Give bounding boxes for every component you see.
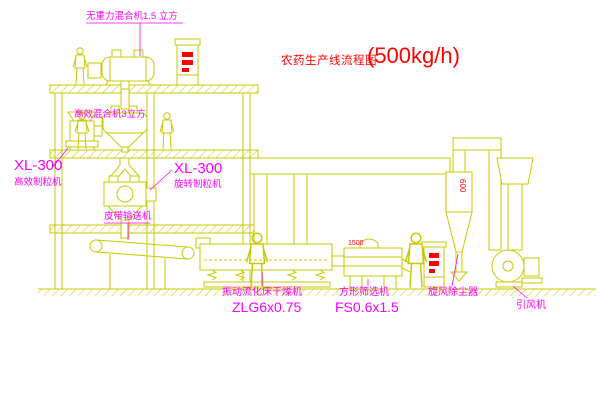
label-rotary-granulator-model: XL-300: [174, 160, 223, 177]
control-cabinet-right: [421, 241, 447, 288]
label-fluid-bed-dryer-model: ZLG6x0.75: [232, 299, 302, 315]
fan-inlet-duct: [452, 137, 502, 251]
diagram-capacity: (500kg/h): [367, 43, 460, 68]
label-belt-conveyor: 皮带输送机: [104, 211, 152, 222]
label-left-granulator-model: XL-300: [14, 157, 63, 174]
label-high-efficiency-mixer: 高效混合机3立方: [74, 109, 146, 120]
fluid-bed-dryer: [195, 237, 345, 288]
dim-cyclone-diameter: 600: [458, 179, 467, 193]
person-figure: [72, 47, 88, 85]
exhaust-duct: [249, 157, 451, 245]
ground-line: [38, 288, 596, 296]
y-feed-pipe: [109, 157, 141, 177]
control-cabinet-top: [174, 38, 201, 86]
square-sieve: [343, 238, 411, 289]
label-top-mixer: 无重力混合机1.5 立方: [86, 11, 178, 22]
zero-gravity-mixer: [87, 49, 155, 90]
high-efficiency-mixer: [90, 88, 148, 153]
exhaust-stack: [496, 157, 534, 251]
cabinet-label-marks: [429, 253, 439, 273]
diagram-title: 农药生产线流程图: [281, 55, 377, 67]
dim-sieve-length: 1500: [348, 240, 364, 247]
label-square-sieve-name: 方形筛选机: [339, 287, 389, 298]
leader-lines: [51, 22, 528, 299]
label-rotary-granulator-name: 旋转制粒机: [174, 179, 222, 190]
label-cyclone-name: 旋风除尘器: [428, 287, 478, 298]
rotary-granulator: [103, 175, 157, 239]
label-left-granulator-name: 高效制粒机: [14, 177, 62, 188]
cabinet-label-marks: [182, 52, 193, 72]
person-figure: [404, 232, 428, 289]
person-figure: [159, 112, 175, 150]
left-granulator: [65, 111, 103, 150]
label-square-sieve-model: FS0.6x1.5: [335, 299, 399, 315]
label-fluid-bed-dryer-name: 振动流化床干燥机: [222, 287, 302, 298]
induced-draft-fan: [491, 249, 543, 288]
label-fan-name: 引风机: [516, 300, 546, 311]
belt-conveyor: [89, 239, 195, 289]
